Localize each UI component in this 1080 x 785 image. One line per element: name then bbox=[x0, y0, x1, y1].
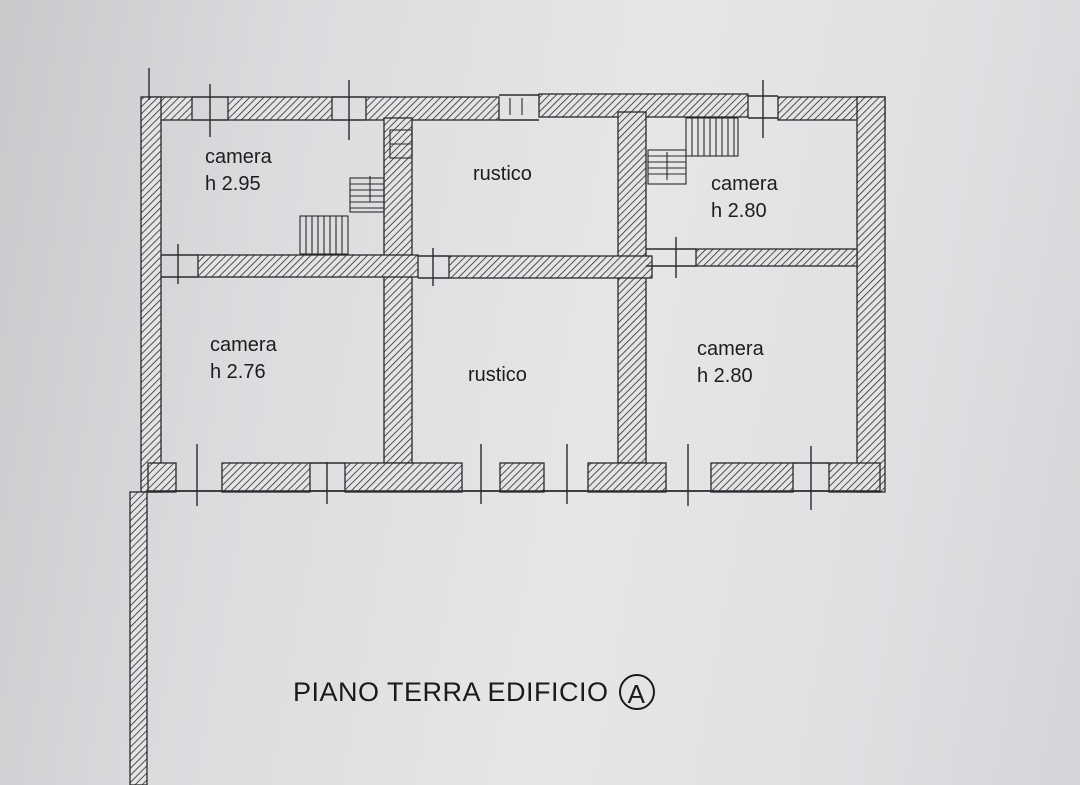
room-bottom-left: camera h 2.76 bbox=[210, 332, 277, 386]
openings bbox=[147, 68, 880, 510]
wall-v-1 bbox=[383, 117, 413, 464]
wall-top-3 bbox=[365, 96, 500, 121]
room-bottom-right: camera h 2.80 bbox=[697, 336, 764, 390]
building-letter: A bbox=[618, 674, 655, 710]
room-name: camera bbox=[205, 146, 272, 168]
room-bottom-middle: rustico bbox=[468, 362, 527, 389]
room-height: h 2.80 bbox=[697, 365, 753, 387]
stairs bbox=[299, 98, 739, 255]
walls bbox=[129, 93, 886, 785]
wall-bottom-1 bbox=[147, 462, 177, 493]
room-name: rustico bbox=[468, 364, 527, 386]
room-top-middle: rustico bbox=[473, 161, 532, 188]
wall-bottom-7 bbox=[828, 462, 881, 493]
room-top-left: camera h 2.95 bbox=[205, 144, 272, 198]
room-height: h 2.80 bbox=[711, 200, 767, 222]
wall-top-2 bbox=[227, 96, 333, 121]
wall-left-long bbox=[129, 491, 148, 785]
room-name: camera bbox=[711, 173, 778, 195]
wall-left-upper bbox=[140, 96, 162, 493]
wall-mid-3 bbox=[695, 248, 858, 267]
wall-mid-2 bbox=[448, 255, 653, 279]
wall-bottom-3 bbox=[344, 462, 463, 493]
room-height: h 2.76 bbox=[210, 361, 266, 383]
wall-bottom-2 bbox=[221, 462, 311, 493]
room-name: rustico bbox=[473, 163, 532, 185]
room-height: h 2.95 bbox=[205, 173, 261, 195]
wall-right bbox=[856, 96, 886, 493]
room-name: camera bbox=[210, 334, 277, 356]
caption-text: PIANO TERRA EDIFICIO bbox=[293, 676, 609, 707]
room-top-right: camera h 2.80 bbox=[711, 171, 778, 225]
wall-bottom-6 bbox=[710, 462, 794, 493]
wall-mid-1 bbox=[197, 254, 419, 278]
room-name: camera bbox=[697, 338, 764, 360]
wall-bottom-4 bbox=[499, 462, 545, 493]
wall-bottom-5 bbox=[587, 462, 667, 493]
plan-caption: PIANO TERRA EDIFICIO A bbox=[293, 674, 655, 710]
wall-v-2 bbox=[617, 111, 647, 464]
